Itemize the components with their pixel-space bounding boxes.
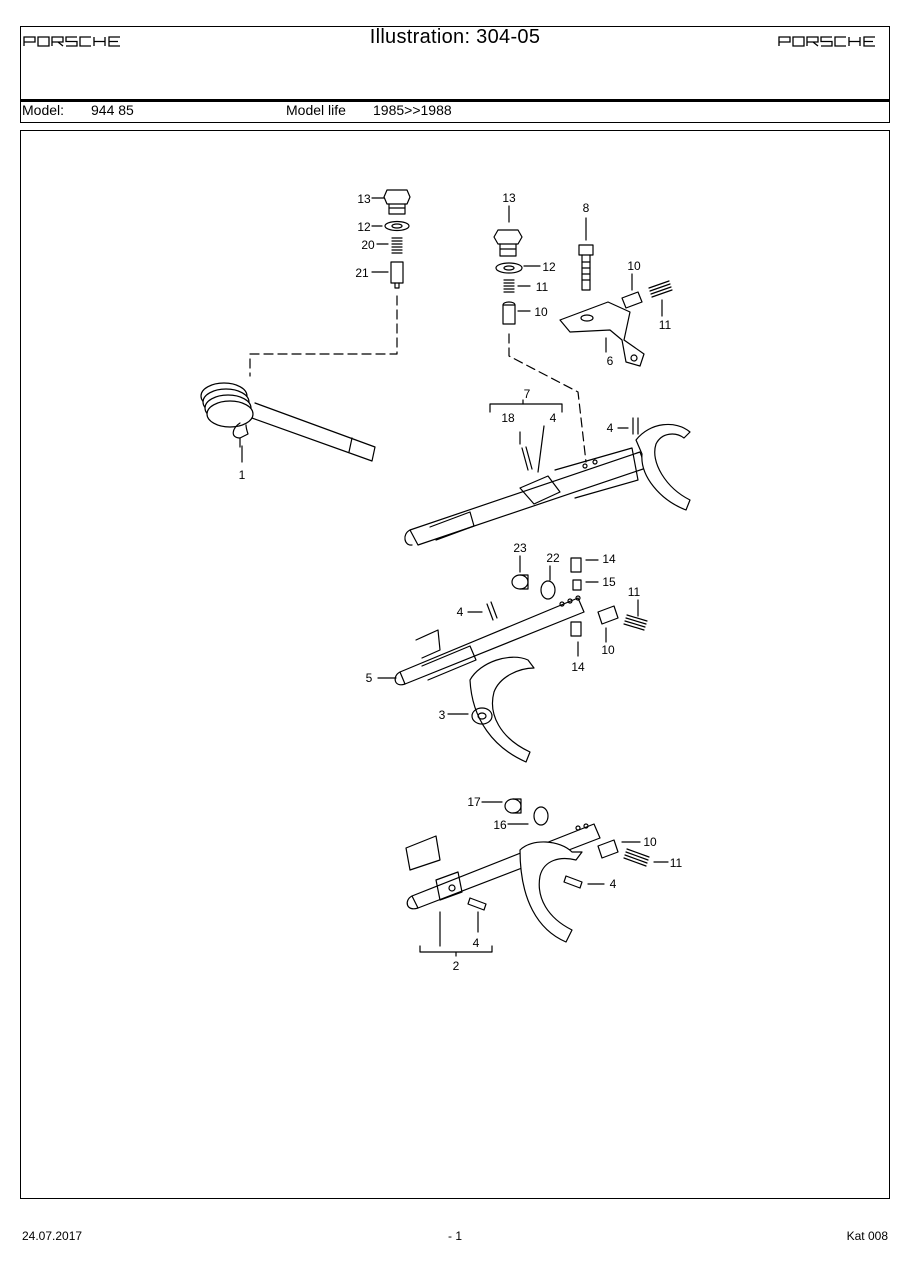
plunger-10c-part [597, 839, 619, 859]
pin-18-part [521, 446, 533, 471]
header-divider [20, 99, 890, 102]
selector-shaft-1-part [200, 382, 376, 462]
footer-catalog: Kat 008 [846, 1229, 888, 1243]
footer-date: 24.07.2017 [22, 1229, 83, 1243]
callout-label: 12 [542, 260, 556, 274]
callout-label: 4 [473, 936, 480, 950]
model-value: 944 85 [91, 102, 134, 118]
callout-label: 4 [550, 411, 557, 425]
callout-label: 11 [670, 856, 683, 870]
spring-part [391, 237, 403, 254]
bracket-6-part [559, 301, 645, 367]
spring-11-part [648, 280, 673, 298]
callout-label: 10 [534, 305, 548, 319]
callout-label: 1 [239, 468, 246, 482]
callout-label: 11 [628, 585, 641, 599]
header-frame [20, 26, 890, 123]
washer-16-part [533, 806, 549, 826]
callout-label: 15 [602, 575, 616, 589]
callout-label: 2 [453, 959, 460, 973]
callout-label: 10 [627, 259, 641, 273]
model-life-label: Model life [286, 102, 346, 118]
callout-label: 20 [361, 238, 375, 252]
plunger-10b-part [597, 605, 619, 625]
callout-label: 8 [583, 201, 590, 215]
pin-4b-part [486, 601, 498, 621]
plug-screw-part-2 [493, 229, 523, 257]
ball-14-part [570, 557, 582, 573]
callout-label: 11 [659, 318, 672, 332]
spring-part-2 [503, 279, 515, 293]
pin-4c-part [467, 897, 487, 911]
callout-label: 22 [546, 551, 560, 565]
callout-label: 4 [607, 421, 614, 435]
plunger-10-part [621, 291, 643, 309]
callout-label: 14 [571, 660, 585, 674]
plunger-part-2 [502, 304, 516, 325]
plunger-part [390, 261, 404, 284]
parts-exploded-diagram: 13 12 20 21 1 13 12 11 10 8 10 11 6 7 18… [200, 189, 691, 973]
pin-15-part [572, 579, 582, 591]
callout-label: 4 [457, 605, 464, 619]
callout-label: 3 [439, 708, 446, 722]
model-life-value: 1985>>1988 [373, 102, 452, 118]
porsche-logo-right [778, 35, 880, 47]
callout-label: 17 [467, 795, 481, 809]
callout-label: 18 [501, 411, 515, 425]
pin-4-part [632, 417, 639, 435]
callout-label: 14 [602, 552, 616, 566]
pin-4d-part [563, 875, 583, 889]
screw-8-part [578, 244, 594, 291]
callout-label: 6 [607, 354, 614, 368]
plug-screw-part [383, 189, 411, 215]
callout-label: 5 [366, 671, 373, 685]
callout-label: 21 [355, 266, 369, 280]
ball-14b-part [570, 621, 582, 637]
selector-rod-5-part [394, 595, 585, 763]
plug-23-part [511, 574, 529, 590]
callout-label: 11 [536, 280, 549, 294]
callout-label: 16 [493, 818, 507, 832]
model-label: Model: [22, 102, 65, 118]
plug-17-part [504, 798, 522, 814]
callout-label: 13 [502, 191, 516, 205]
callout-labels: 13 12 20 21 1 13 12 11 10 8 10 11 6 7 18… [239, 191, 683, 973]
callout-label: 7 [524, 387, 531, 401]
footer-page-number: - 1 [447, 1229, 462, 1243]
callout-label: 10 [601, 643, 615, 657]
illustration-frame [20, 130, 890, 1199]
sealing-washer-part-2 [495, 262, 523, 274]
spring-11b-part [623, 614, 648, 631]
illustration-title: Illustration: 304-05 [369, 26, 541, 48]
washer-22-part [540, 580, 556, 600]
selector-rod-2-part [405, 823, 601, 943]
sealing-washer-part [384, 220, 410, 232]
callout-label: 12 [357, 220, 371, 234]
porsche-logo-left [23, 35, 125, 47]
callout-label: 10 [643, 835, 657, 849]
spring-11c-part [623, 848, 650, 867]
callout-label: 4 [610, 877, 617, 891]
callout-label: 13 [357, 192, 371, 206]
selector-rod-7-part [404, 423, 691, 546]
callout-label: 23 [513, 541, 527, 555]
